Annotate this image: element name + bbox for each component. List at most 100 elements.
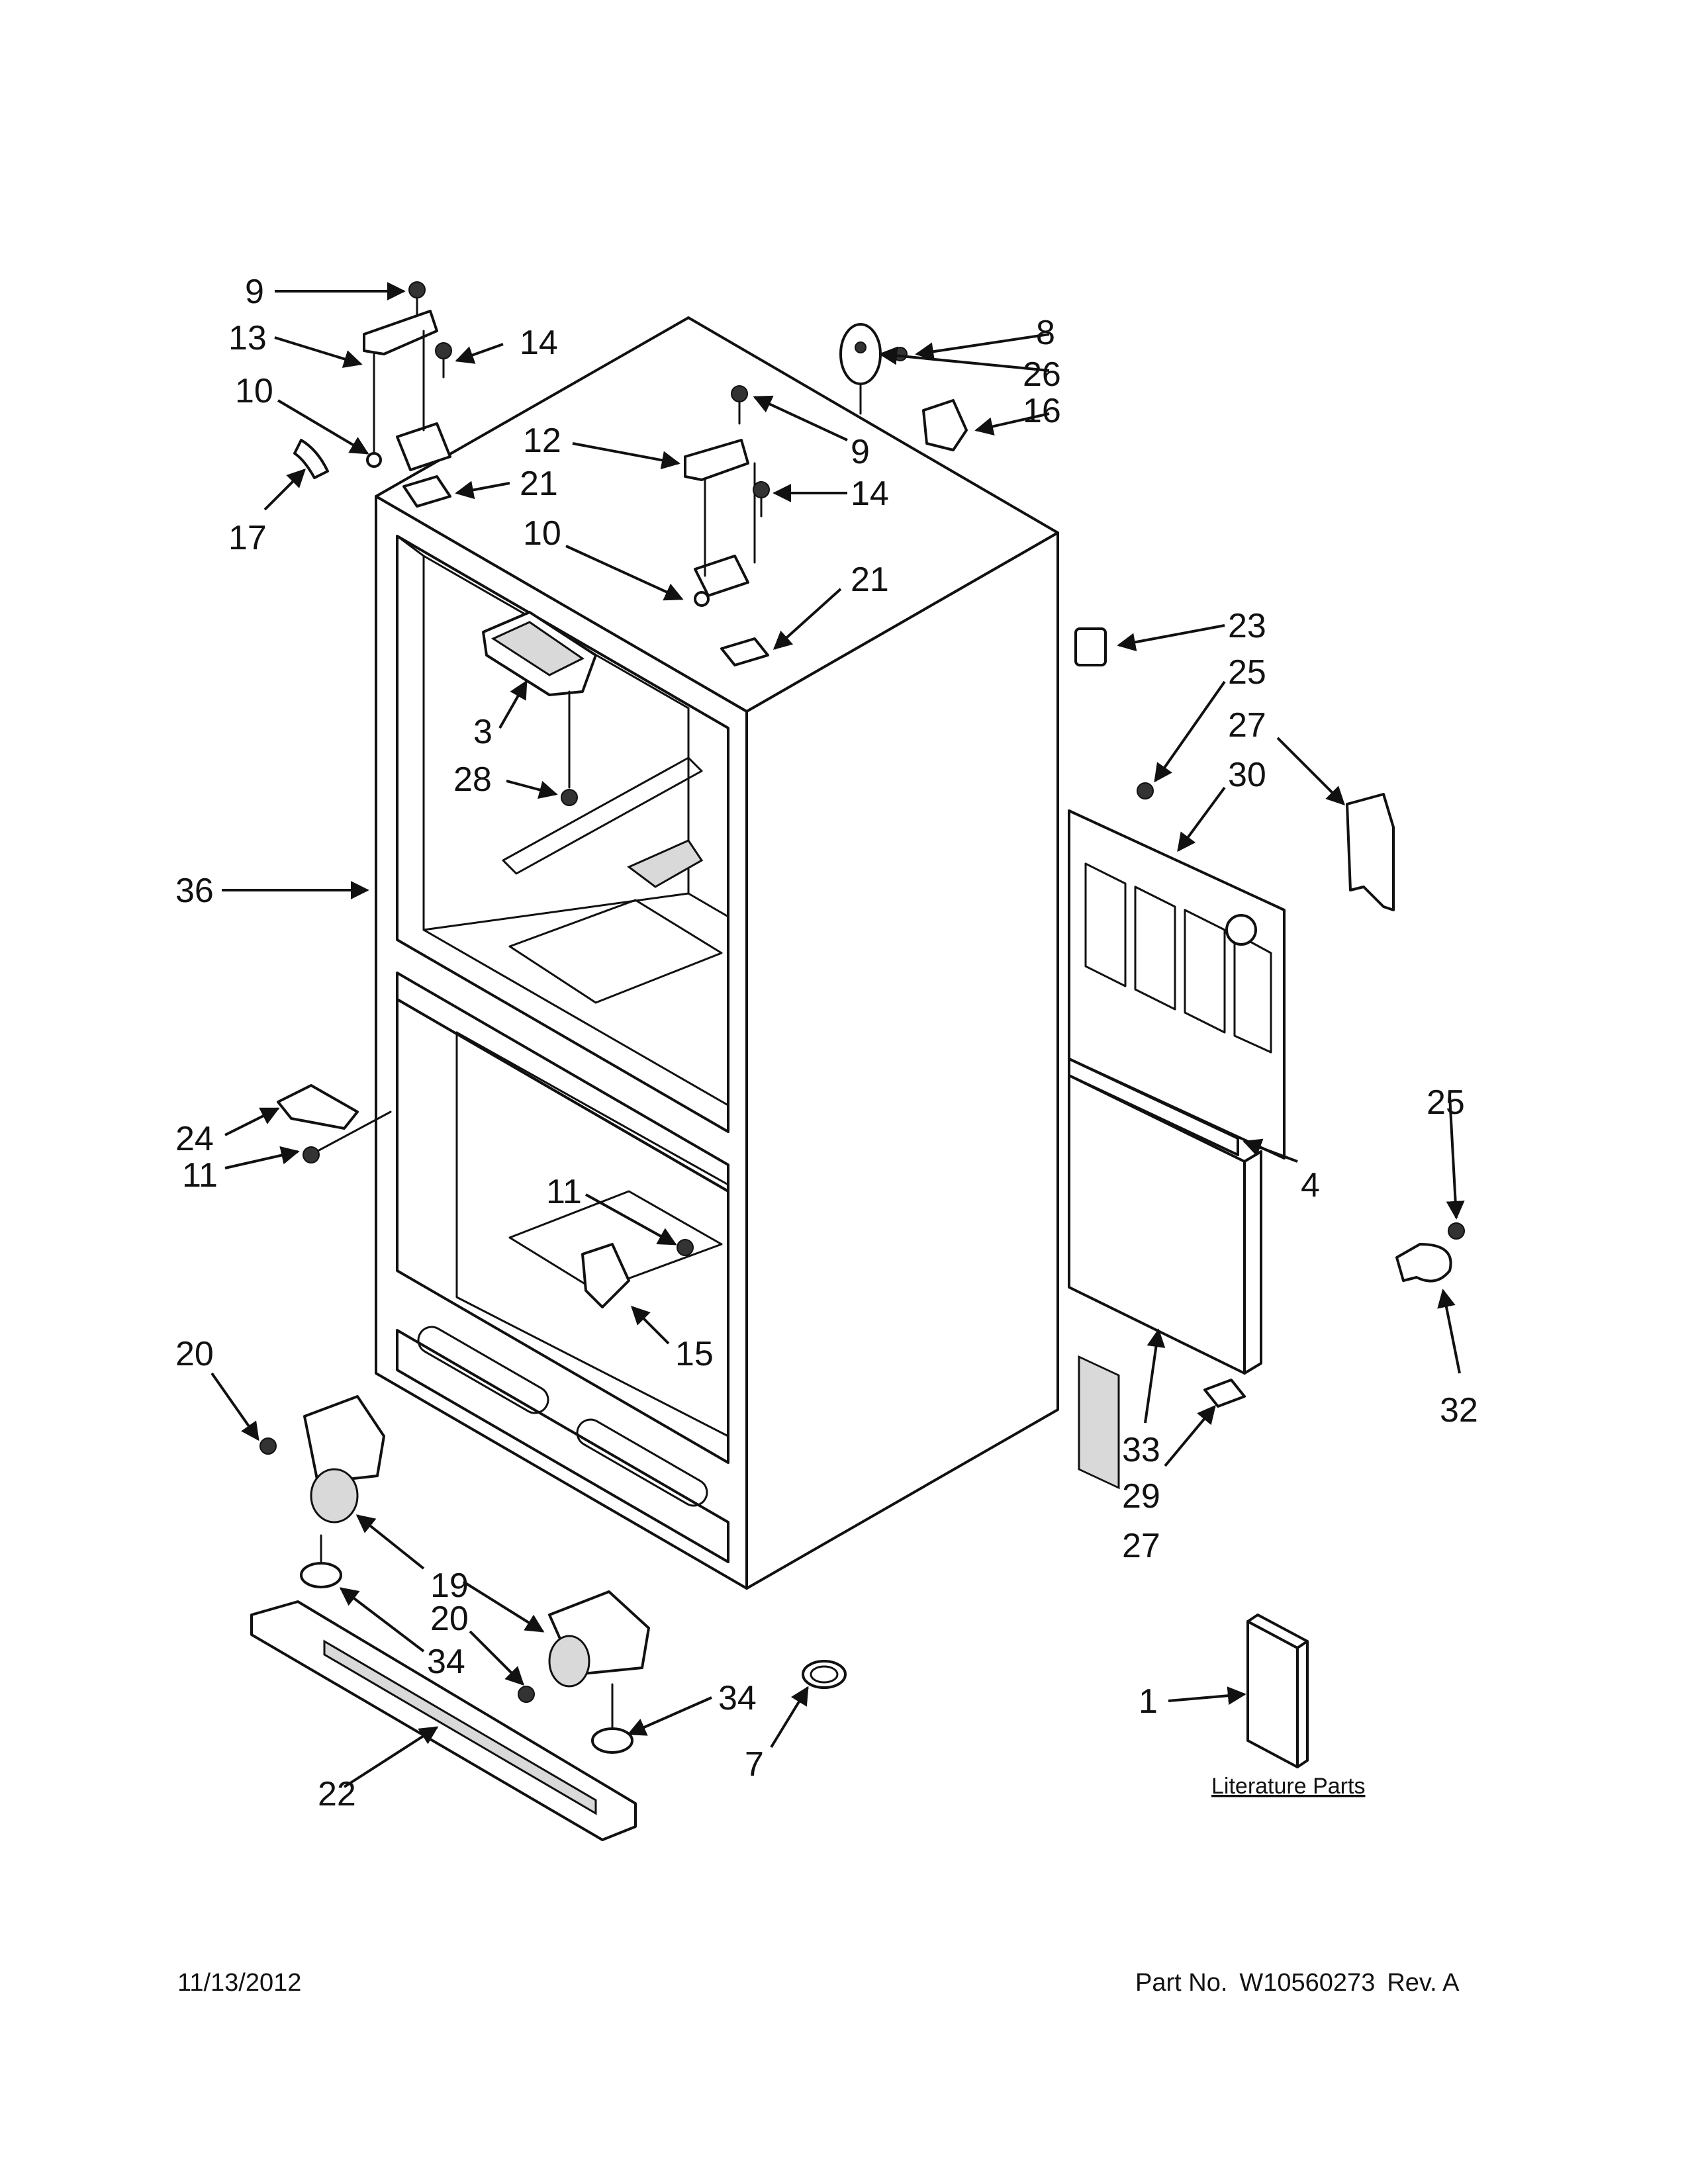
callout-14: 14 [520,324,558,362]
hinge-pin-10-right [694,591,710,607]
screw-14-right [753,481,770,498]
base-parts [250,1395,847,1841]
callout-8: 8 [1036,314,1055,352]
rear-panels [1068,627,1465,1490]
fresh-food-floor [508,899,723,1004]
callout-30: 30 [1228,756,1266,794]
screw-9 [408,281,426,298]
callout-24: 24 [175,1120,214,1158]
callout-32: 32 [1440,1391,1478,1430]
callout-28: 28 [453,760,492,799]
callout-15: 15 [675,1335,714,1373]
revision: Rev. A [1387,1969,1460,1997]
callout-22: 22 [318,1775,356,1813]
clip-16 [922,399,968,451]
part-label: Part No. [1135,1969,1228,1997]
callout-11-left: 11 [182,1156,218,1195]
callout-3: 3 [473,713,492,751]
literature-label: Literature Parts [1211,1774,1365,1799]
callout-36: 36 [175,872,214,910]
side-brackets [277,1084,694,1308]
callout-29: 29 [1122,1477,1160,1516]
clip-23 [1074,627,1107,666]
literature-parts: Literature Parts [1211,1614,1365,1799]
screw-8 [893,347,908,361]
plug-7 [802,1660,847,1689]
callout-21: 21 [520,465,558,503]
callout-11-right: 11 [546,1173,582,1211]
grille-vents [1078,1355,1120,1490]
callout-20-left: 20 [175,1335,214,1373]
callout-27-bottom: 27 [1122,1527,1160,1565]
leaders [211,282,1465,1788]
air-duct [627,839,704,888]
hinge-shim-21 [402,475,451,508]
screw-20-right [518,1686,535,1703]
roller-bracket-left [303,1395,385,1484]
bracket-24 [277,1084,359,1130]
callout-14-right: 14 [851,475,889,513]
interior-parts [482,611,597,806]
callout-21-right: 21 [851,561,889,599]
tubing-17 [293,439,329,479]
left-top-hinge [293,281,452,508]
callout-34-left: 34 [427,1643,465,1681]
clamp-32 [1395,1243,1452,1283]
cabinet [375,316,1059,1590]
screw-25-right [1448,1222,1465,1240]
clip-29 [1203,1379,1246,1408]
hinge-cover-13 [363,310,438,355]
callout-4: 4 [1301,1166,1320,1205]
roller-19-left [310,1468,359,1524]
callout-19: 19 [430,1567,469,1605]
callout-7: 7 [745,1745,764,1784]
cord-clamp-26 [839,323,882,385]
callout-27: 27 [1228,706,1266,745]
screw-11-left [303,1146,320,1163]
access-cover-30 [1068,809,1286,1160]
callout-20-right: 20 [430,1600,469,1638]
callout-9-right: 9 [851,433,870,471]
clip-27 [1346,793,1395,911]
callout-16: 16 [1023,392,1061,430]
callout-13: 13 [228,319,267,357]
callout-10-right: 10 [523,514,561,553]
screw-9-right [731,385,748,402]
hinge-pin-10 [366,452,382,468]
hinge-shim-21-right [720,637,769,666]
callout-25: 25 [1228,653,1266,692]
callout-34-right: 34 [718,1679,757,1717]
hinge-cover-12 [684,439,749,481]
roller-19-right [548,1635,590,1688]
screw-25 [1137,782,1154,799]
callout-23: 23 [1228,607,1266,645]
screw-14 [435,342,452,359]
bracket-15 [581,1243,630,1308]
right-top-hinge [684,385,770,666]
callout-33: 33 [1122,1431,1160,1469]
callout-9: 9 [245,273,264,311]
screw-11-right [677,1239,694,1256]
part-number: W10560273 [1239,1969,1376,1997]
callout-10: 10 [235,372,273,410]
base-rail [396,1329,729,1563]
callout-1: 1 [1139,1682,1158,1721]
seal-4 [1068,1058,1239,1156]
cabinet-side [745,531,1059,1590]
screw-28 [561,789,578,806]
shelf-rail [502,756,703,875]
freezer-opening [396,998,729,1464]
callout-labels: 9 13 14 10 17 21 12 9 14 10 21 8 26 16 3… [175,273,1478,1813]
footer-part-info: Part No. W10560273 Rev. A [1135,1969,1471,1997]
callout-12: 12 [523,422,561,460]
freezer-floor [508,1190,723,1292]
callout-25-right: 25 [1427,1083,1465,1122]
screw-20-left [259,1437,277,1455]
leveling-foot-34-right [591,1727,633,1754]
footer-date: 11/13/2012 [177,1969,302,1997]
leveling-foot-34-left [300,1562,342,1588]
hinge-plate-right [694,555,749,597]
callout-17: 17 [228,519,267,557]
rear-top-parts [839,323,968,451]
